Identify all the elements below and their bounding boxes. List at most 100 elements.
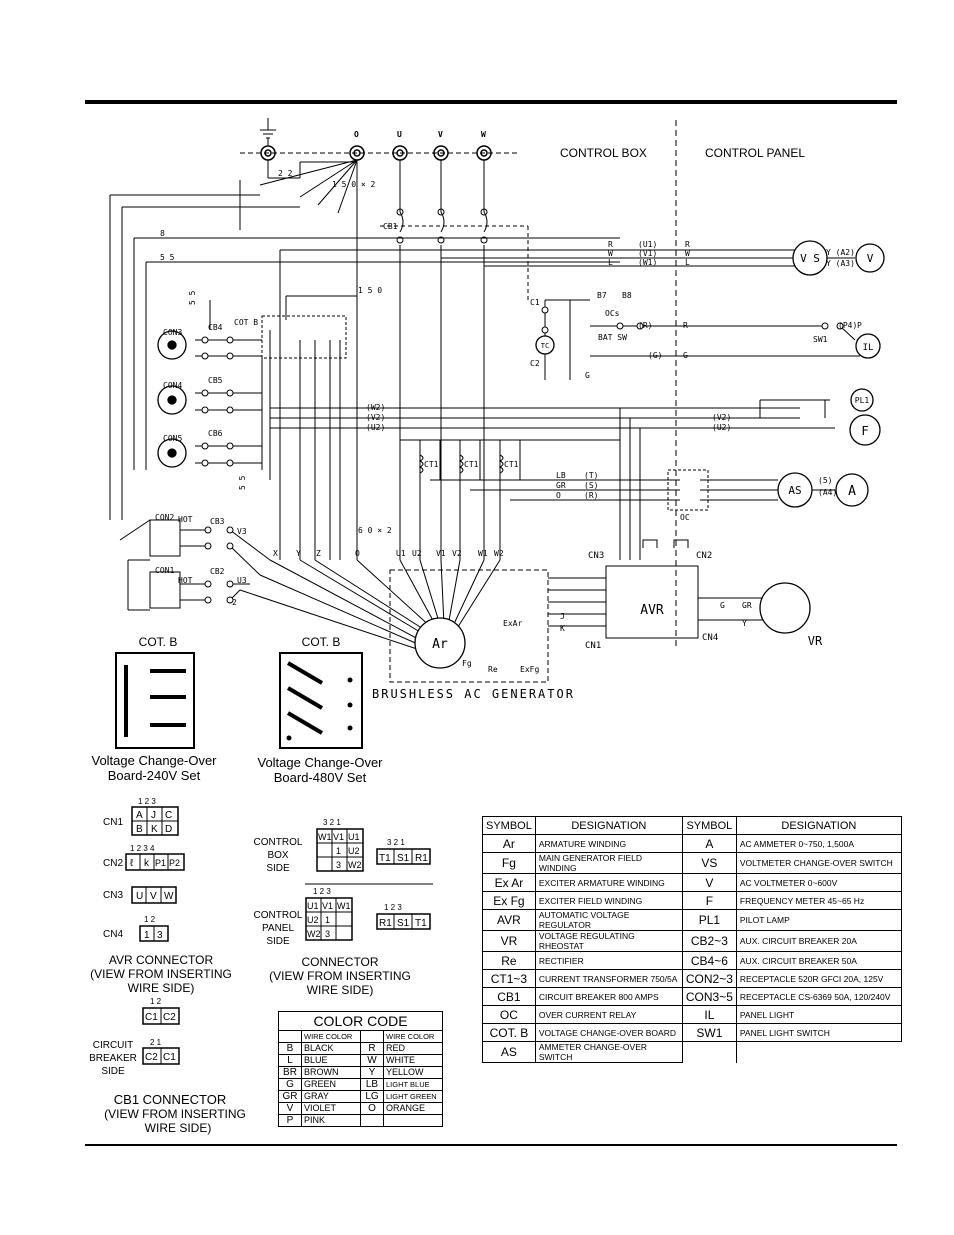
cb-right-r1: R1 [415, 853, 428, 864]
label-55: 5 5 [160, 253, 175, 262]
avr-cn2-l: ℓ [130, 858, 134, 869]
cp-u1: U1 [307, 901, 319, 911]
cc-name: VIOLET [301, 1102, 361, 1115]
cc-name: BLACK [301, 1042, 361, 1055]
cot-b-480v: COT. B Voltage Change-Over Board-480V Se… [257, 635, 383, 785]
armature-icon [414, 617, 466, 669]
cb1-caption-1: CB1 CONNECTOR [114, 1092, 226, 1107]
legend-symbol: COT. B [482, 1023, 536, 1042]
label-150: 1 5 0 [358, 286, 382, 295]
avr-cn4-nums: 1 2 [144, 915, 156, 924]
c1-label: C1 [530, 298, 540, 307]
r2-label: R [685, 240, 690, 249]
avr-cn2-label: CN2 [103, 858, 123, 869]
legend-header-symbol: SYMBOL [482, 816, 536, 835]
legend-symbol: A [681, 834, 737, 853]
cot-b-480-cap2: Board-480V Set [274, 770, 367, 785]
color-code-header-1: WIRE COLOR [301, 1030, 361, 1043]
p4-label: (P4) [838, 321, 857, 330]
label-55b: 5 5 [238, 475, 247, 490]
avr-cn3-label: CN3 [103, 890, 123, 901]
f-label: F [861, 424, 868, 438]
legend-designation: CIRCUIT BREAKER 800 AMPS [534, 987, 683, 1006]
cb-box-1: 1 [336, 846, 341, 856]
legend-symbol: Ar [482, 834, 536, 853]
cb1-nums-bottom: 2 1 [150, 1038, 162, 1047]
label-55c: 5 5 [188, 290, 197, 305]
con5-label: CON5 [163, 434, 182, 443]
cp-w1: W1 [337, 901, 351, 911]
lb-label: LB [556, 471, 566, 480]
color-code-title: COLOR CODE [278, 1011, 443, 1031]
gr2-label: GR [742, 601, 752, 610]
legend-symbol: AVR [482, 909, 536, 931]
cc-name: LIGHT BLUE [383, 1078, 443, 1091]
legend-designation: EXCITER FIELD WINDING [534, 891, 683, 910]
w1b-label: W1 [478, 549, 488, 558]
legend-designation: PANEL LIGHT [735, 1005, 902, 1024]
avr-cn2-nums: 1 2 3 4 [130, 844, 155, 853]
cb1-top-c1: C1 [145, 1012, 158, 1023]
cb1-top-c2: C2 [163, 1012, 176, 1023]
color-code-header-2: WIRE COLOR [383, 1030, 443, 1043]
legend-symbol: CB4~6 [681, 951, 737, 970]
legend-symbol: CB2~3 [681, 930, 737, 952]
avr-cn3-w: W [164, 891, 174, 902]
legend-symbol: CON3~5 [681, 987, 737, 1006]
legend-designation: PANEL LIGHT SWITCH [735, 1023, 902, 1042]
control-panel-label: CONTROL PANEL [705, 146, 805, 160]
cp-right-t1: T1 [415, 918, 427, 929]
cc-sym: O [360, 1102, 384, 1115]
r5-label: (R) [584, 491, 598, 500]
cb-box-v1: V1 [333, 832, 344, 842]
u2c-label: U2 [412, 549, 422, 558]
u2a-label: (U2) [366, 423, 385, 432]
legend-symbol: OC [482, 1005, 536, 1024]
cot-b-240-title: COT. B [139, 635, 178, 649]
voltmeter-switch-icon [792, 240, 828, 276]
ya3-label: Y (A3) [826, 259, 855, 268]
v1-label: (V1) [638, 249, 657, 258]
ar-label: Ar [432, 637, 448, 652]
u2b-label: (U2) [712, 423, 731, 432]
exar-label: ExAr [503, 619, 522, 628]
l-label: L [608, 258, 613, 267]
legend-symbol: VS [681, 852, 737, 874]
receptacle-con5 [157, 438, 187, 468]
t1-label: (T) [584, 471, 598, 480]
cn1-label: CN1 [585, 641, 601, 651]
cb3-label: CB3 [210, 517, 225, 526]
legend-designation: RECEPTACLE 520R GFCI 20A, 125V [735, 969, 902, 988]
legend-symbol: Ex Ar [482, 873, 536, 892]
avr-cn1-j: J [151, 810, 156, 821]
label-2: 2 [232, 598, 237, 607]
re-label: Re [488, 665, 498, 674]
legend-symbol: CON2~3 [681, 969, 737, 988]
b8-label: B8 [622, 291, 632, 300]
z-label: Z [316, 549, 321, 558]
cp-side-2: PANEL [262, 923, 294, 934]
legend-designation: ARMATURE WINDING [534, 834, 683, 853]
legend-symbol: CT1~3 [482, 969, 536, 988]
legend-designation: MAIN GENERATOR FIELD WINDING [534, 852, 683, 874]
cb-box-3: 3 [336, 860, 341, 870]
avr-cn2-p2: P2 [169, 858, 180, 868]
cc-sym: LB [360, 1078, 384, 1091]
avr-cn4-1: 1 [144, 930, 150, 941]
cb1-label: CB1 [383, 222, 398, 231]
cc-name: YELLOW [383, 1066, 443, 1079]
cp-3: 3 [325, 929, 330, 939]
u1-label: (U1) [638, 240, 657, 249]
label-150x2: 1 5 0 × 2 [332, 180, 376, 189]
cot-b-240v: COT. B Voltage Change-Over Board-240V Se… [91, 635, 217, 783]
legend-designation: VOLTAGE CHANGE-OVER BOARD [534, 1023, 683, 1042]
legend-designation: AUTOMATIC VOLTAGE REGULATOR [534, 909, 683, 931]
cp-w2: W2 [307, 929, 321, 939]
